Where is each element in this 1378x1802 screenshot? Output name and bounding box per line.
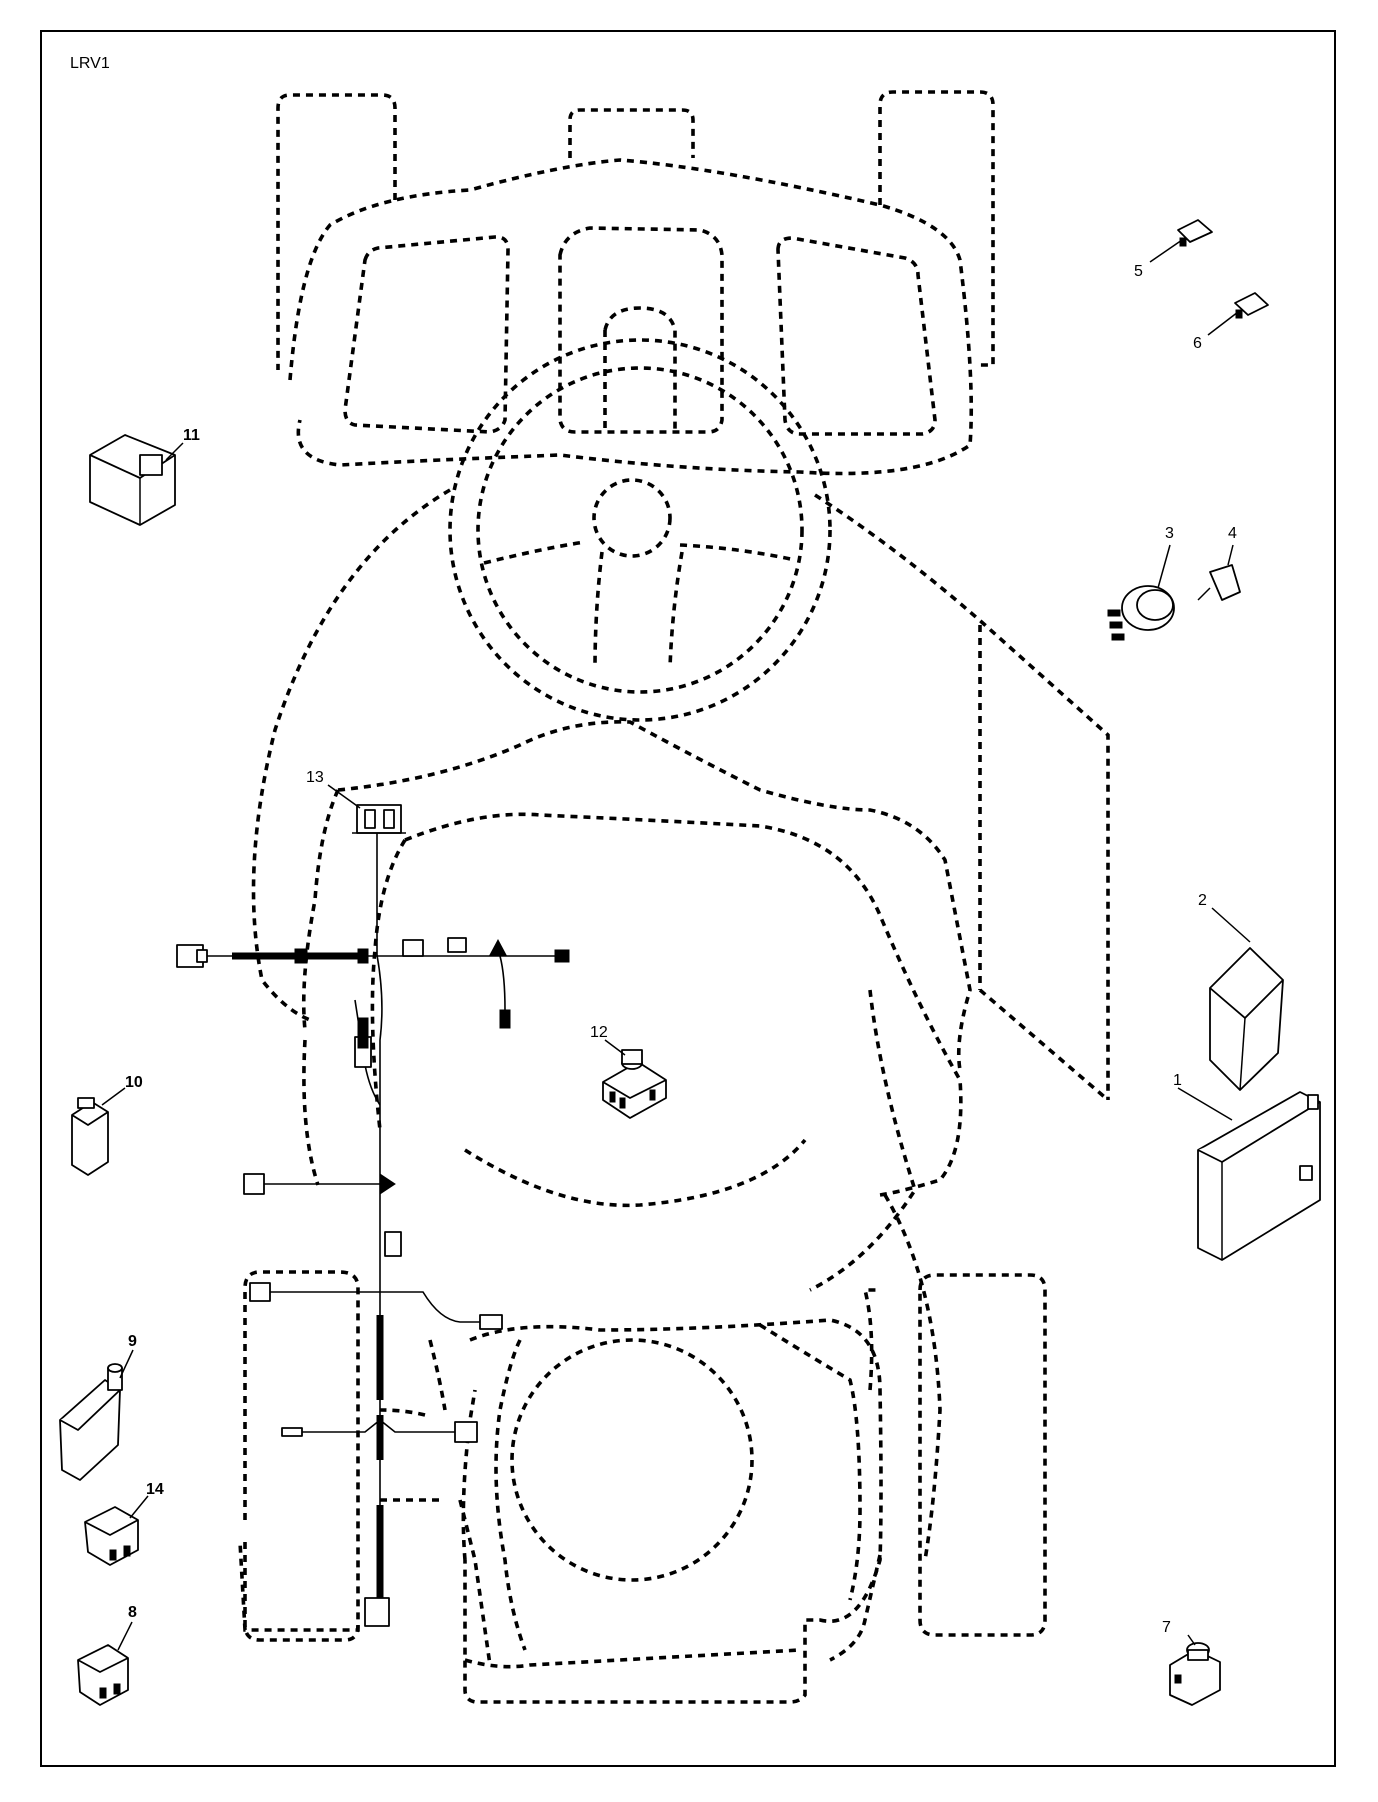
- part-9-switch: 9: [59, 1333, 137, 1481]
- callout-1-label: 1: [1173, 1072, 1182, 1089]
- reference-code: LRV1: [70, 55, 110, 72]
- callout-7-label: 7: [1162, 1619, 1171, 1636]
- callout-2-label: 2: [1198, 892, 1207, 909]
- diagram-frame: [40, 30, 1336, 1767]
- part-1-battery: 1: [1173, 1072, 1321, 1261]
- callout-5-label: 5: [1134, 263, 1143, 280]
- machine-outline: [238, 90, 1110, 1704]
- part-14-relay: 14: [84, 1481, 164, 1566]
- callout-14-label: 14: [146, 1481, 164, 1498]
- part-7-solenoid: 7: [1162, 1619, 1221, 1706]
- part-12-switch: 12: [590, 1024, 667, 1119]
- callout-6-label: 6: [1193, 335, 1202, 352]
- part-10-switch: 10: [71, 1074, 143, 1176]
- part-11-module: 11: [89, 427, 200, 526]
- callout-10-label: 10: [125, 1074, 143, 1091]
- callout-9-label: 9: [128, 1333, 137, 1350]
- callout-12-label: 12: [590, 1024, 608, 1041]
- callout-3-label: 3: [1165, 525, 1174, 542]
- part-2-battery-box: 2: [1198, 892, 1284, 1091]
- part-4-key: 4: [1197, 525, 1241, 601]
- callout-13-label: 13: [306, 769, 324, 786]
- part-6-fuse: 6: [1193, 292, 1269, 352]
- callout-8-label: 8: [128, 1604, 137, 1621]
- wiring-harness: [176, 822, 570, 1627]
- callout-11-label: 11: [183, 427, 200, 444]
- part-5-fuse: 5: [1134, 219, 1213, 280]
- callout-4-label: 4: [1228, 525, 1237, 542]
- part-8-relay: 8: [77, 1604, 137, 1706]
- part-13-connector: 13: [306, 769, 406, 834]
- part-3-ignition-switch: 3: [1107, 525, 1175, 641]
